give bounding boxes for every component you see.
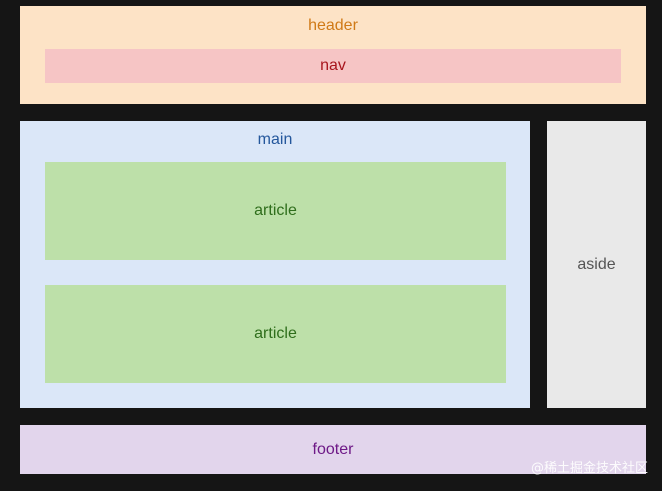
header-label: header: [308, 17, 358, 34]
watermark: @稀土掘金技术社区: [530, 461, 648, 476]
nav-box: nav: [45, 49, 621, 83]
article-box: article: [45, 285, 506, 383]
header-box: header nav: [20, 6, 646, 104]
article-box: article: [45, 162, 506, 260]
main-label: main: [257, 131, 293, 148]
aside-box: aside: [547, 121, 646, 408]
main-box: main article article: [20, 121, 530, 408]
footer-box: footer: [20, 425, 646, 474]
